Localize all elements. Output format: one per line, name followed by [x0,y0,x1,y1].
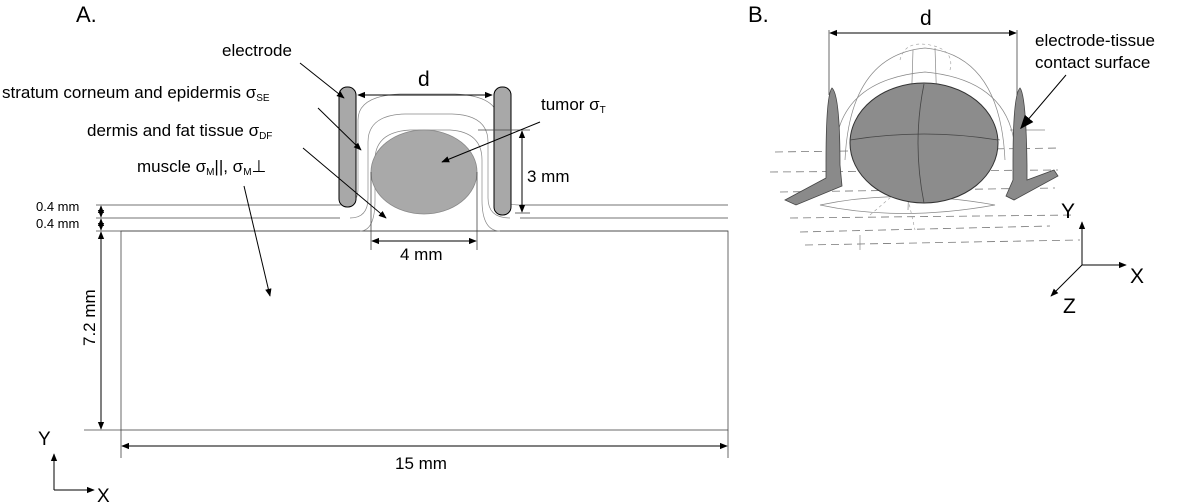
panel-b: B. d [748,2,1160,318]
tumor-pointer [441,121,541,163]
axis-a-y: Y [38,429,51,450]
tumor-3d [849,82,999,204]
dim-04a-label: 0.4 mm [36,199,79,214]
axes-a: Y X [38,429,110,504]
tumor-label: tumor σT [541,95,606,116]
tissue-layers [120,93,729,431]
muscle-pointer [243,185,272,297]
dim-4mm-label: 4 mm [400,245,443,264]
axis-b-x: X [1130,265,1144,288]
muscle-label: muscle σM||, σM⊥ [137,157,266,178]
axis-b-z: Z [1063,295,1076,318]
axes-b: Y X Z [1050,200,1144,318]
panel-a-label: A. [76,2,97,27]
tumor [370,129,478,215]
tumor-3d-meridian [917,83,925,204]
dim-04b-label: 0.4 mm [36,216,79,231]
panel-b-label: B. [748,2,769,27]
dim-3mm-label: 3 mm [527,167,570,186]
panel-a: A. d 3 mm [2,2,729,504]
electrode-3d-left [784,87,843,206]
se-pointer [317,107,362,151]
axis-a-x: X [97,486,110,504]
se-label: stratum corneum and epidermis σSE [2,83,270,104]
axis-b-y: Y [1061,200,1075,223]
electrode-3d-right [1005,87,1059,201]
d-label: d [418,68,430,91]
d3d-label: d [920,7,932,30]
dim-72-label: 7.2 mm [80,289,99,346]
df-label: dermis and fat tissue σDF [87,121,272,142]
dim-15-label: 15 mm [395,454,447,473]
electrode-pointer [299,62,345,99]
electrode-right [493,86,512,216]
contact-pointer [1020,74,1067,130]
electrode-left [338,86,357,208]
tumor-3d-equator [849,133,999,141]
df-pointer [302,147,387,219]
muscle-block [120,230,729,431]
electrode-label: electrode [222,41,292,60]
contact-label: electrode-tissue contact surface [1035,31,1160,72]
